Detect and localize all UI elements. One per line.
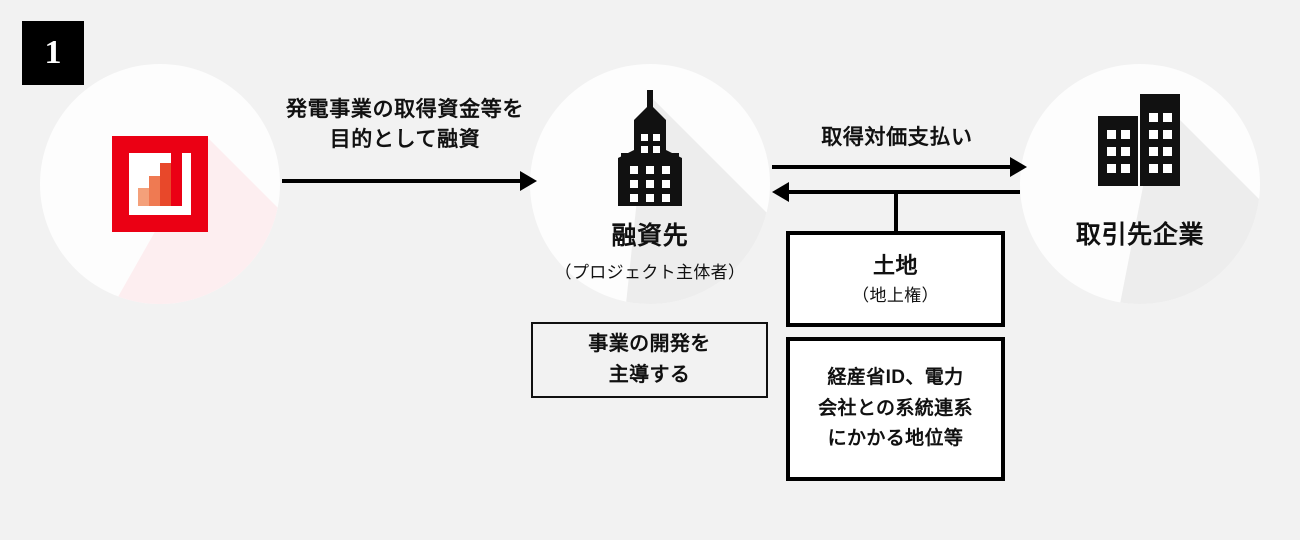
bar-chart-bar-1	[138, 188, 149, 206]
arrow-head-right-icon	[520, 171, 537, 191]
step-number-badge: 1	[22, 21, 84, 85]
office-buildings-icon	[1020, 94, 1260, 186]
node-counterparty-label: 取引先企業	[1020, 220, 1260, 251]
box-rights-line-2: 会社との系統連系	[818, 397, 973, 419]
connector-line-vertical	[894, 192, 898, 232]
office-buildings-icon-svg	[1098, 94, 1180, 186]
arrow-loan	[282, 171, 537, 191]
box-lead-development: 事業の開発を 主導する	[531, 322, 768, 398]
arrow-head-left-icon	[772, 182, 789, 202]
bar-chart-bar-3	[160, 163, 171, 206]
bar-chart-bar-2	[149, 176, 160, 206]
arrow-transfer	[772, 182, 1020, 202]
step-number-label: 1	[44, 34, 62, 71]
node-lender	[40, 64, 280, 304]
flow-label-payment: 取得対価支払い	[821, 126, 973, 149]
bar-chart-icon	[40, 136, 280, 232]
skyscraper-icon	[530, 90, 770, 206]
node-borrower-label: 融資先 （プロジェクト主体者）	[530, 221, 770, 283]
node-counterparty: 取引先企業	[1020, 64, 1260, 304]
arrow-head-right-icon	[1010, 157, 1027, 177]
arrow-payment	[772, 157, 1027, 177]
box-land: 土地 （地上権）	[786, 231, 1005, 327]
box-land-title: 土地	[873, 252, 918, 278]
box-lead-development-line-2: 主導する	[608, 364, 691, 386]
box-land-subtitle: （地上権）	[852, 285, 939, 305]
skyscraper-icon-svg	[618, 90, 682, 206]
node-borrower: 融資先 （プロジェクト主体者）	[530, 64, 770, 304]
box-rights-line-1: 経産省ID、電力	[827, 367, 964, 389]
bar-chart-bar-4	[171, 151, 182, 206]
node-counterparty-title: 取引先企業	[1075, 221, 1205, 249]
box-rights-line-3: にかかる地位等	[827, 428, 964, 450]
node-borrower-title: 融資先	[611, 222, 689, 250]
node-borrower-subtitle: （プロジェクト主体者）	[554, 263, 746, 283]
flow-label-loan: 発電事業の取得資金等を 目的として融資	[286, 98, 524, 152]
box-lead-development-line-1: 事業の開発を	[588, 333, 711, 355]
box-rights: 経産省ID、電力 会社との系統連系 にかかる地位等	[786, 337, 1005, 481]
